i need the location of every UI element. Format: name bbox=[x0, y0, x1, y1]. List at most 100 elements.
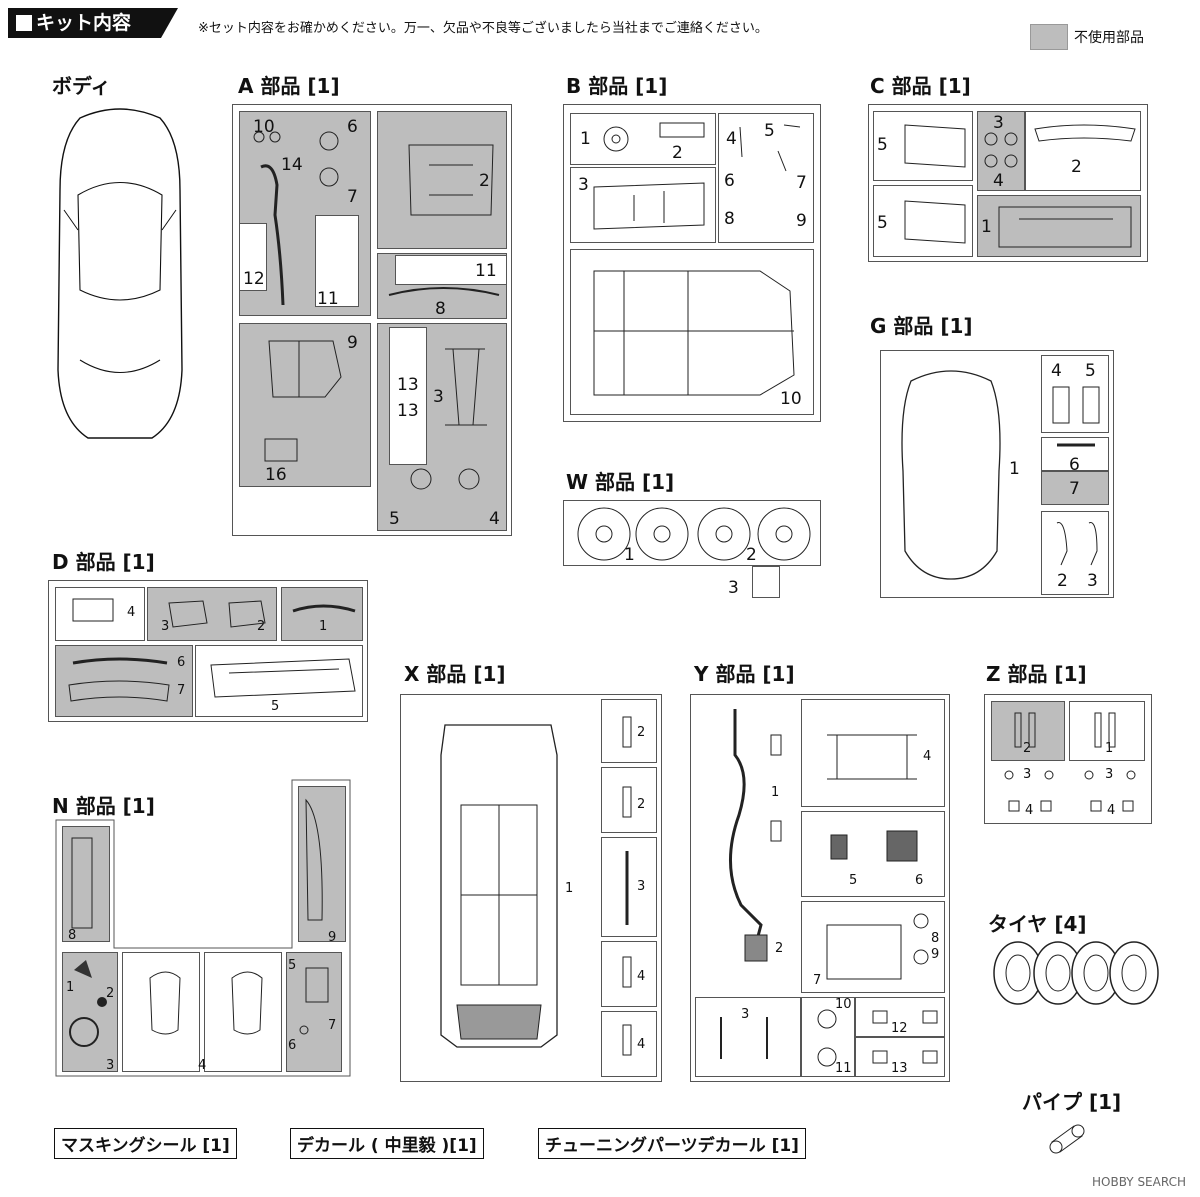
w-parts-title: W 部品 [1] bbox=[566, 470, 675, 494]
pipe-title: パイプ [1] bbox=[1022, 1090, 1122, 1114]
d-num-4: 4 bbox=[127, 605, 136, 620]
w-parts-runner: 1 2 bbox=[563, 500, 821, 566]
c-num-1: 1 bbox=[981, 217, 992, 237]
a-num-11a: 11 bbox=[317, 289, 339, 309]
y-num-11: 11 bbox=[835, 1061, 852, 1076]
y-parts-runner: 4 1 5 6 2 8 9 7 3 10 12 11 13 bbox=[690, 694, 950, 1082]
a-frame-2 bbox=[377, 111, 507, 249]
y-num-2: 2 bbox=[775, 941, 784, 956]
b-num-5: 5 bbox=[764, 121, 775, 141]
unused-legend-swatch bbox=[1030, 24, 1068, 50]
a-parts-title: A 部品 [1] bbox=[238, 74, 340, 98]
b-num-3: 3 bbox=[578, 175, 589, 195]
b-num-4: 4 bbox=[726, 129, 737, 149]
a-num-13b: 13 bbox=[397, 401, 419, 421]
g-num-3: 3 bbox=[1087, 571, 1098, 591]
n-parts-drawing bbox=[69, 798, 329, 1047]
body-shell-drawing bbox=[57, 108, 183, 439]
y-num-5: 5 bbox=[849, 873, 858, 888]
tires-drawing bbox=[993, 941, 1159, 1005]
b-parts-title: B 部品 [1] bbox=[566, 74, 668, 98]
a-num-16: 16 bbox=[265, 465, 287, 485]
d-num-5: 5 bbox=[271, 699, 280, 714]
z-num-1: 1 bbox=[1105, 741, 1114, 756]
a-num-7: 7 bbox=[347, 187, 358, 207]
c-num-3: 3 bbox=[993, 113, 1004, 133]
x-chassis-drawing bbox=[440, 716, 632, 1056]
y-num-12: 12 bbox=[891, 1021, 908, 1036]
n-num-2: 2 bbox=[106, 986, 115, 1001]
b-num-7: 7 bbox=[796, 173, 807, 193]
y-num-1: 1 bbox=[771, 785, 780, 800]
c-num-4: 4 bbox=[993, 171, 1004, 191]
d-num-3: 3 bbox=[161, 619, 170, 634]
y-num-13: 13 bbox=[891, 1061, 908, 1076]
z-num-4b: 4 bbox=[1107, 803, 1116, 818]
c-num-5a: 5 bbox=[877, 135, 888, 155]
x-num-2a: 2 bbox=[637, 725, 646, 740]
c-parts-runner: 5 3 4 2 5 1 bbox=[868, 104, 1148, 262]
y-num-4: 4 bbox=[923, 749, 932, 764]
z-parts-title: Z 部品 [1] bbox=[986, 662, 1087, 686]
a-parts-runner: 10 6 14 7 2 12 11 11 8 9 13 13 3 16 5 4 bbox=[232, 104, 512, 536]
n-frame-8 bbox=[62, 826, 110, 942]
x-num-2b: 2 bbox=[637, 797, 646, 812]
d-parts-runner: 4 3 2 1 6 7 5 bbox=[48, 580, 368, 722]
b-num-1: 1 bbox=[580, 129, 591, 149]
y-num-6: 6 bbox=[915, 873, 924, 888]
x-num-3: 3 bbox=[637, 879, 646, 894]
unused-legend-label: 不使用部品 bbox=[1074, 30, 1144, 46]
a-num-8: 8 bbox=[435, 299, 446, 319]
n-num-4: 4 bbox=[198, 1058, 207, 1073]
x-parts-runner: 2 2 3 1 4 4 bbox=[400, 694, 662, 1082]
g-parts-title: G 部品 [1] bbox=[870, 314, 973, 338]
x-num-1: 1 bbox=[565, 881, 574, 896]
decal-nakazato-label: デカール ( 中里毅 )[1] bbox=[290, 1128, 484, 1159]
g-num-7: 7 bbox=[1069, 479, 1080, 499]
a-num-13a: 13 bbox=[397, 375, 419, 395]
n-num-7: 7 bbox=[328, 1018, 337, 1033]
n-parts-title: N 部品 [1] bbox=[52, 794, 155, 818]
y-parts-title: Y 部品 [1] bbox=[694, 662, 795, 686]
b-num-6: 6 bbox=[724, 171, 735, 191]
z-num-3a: 3 bbox=[1023, 767, 1032, 782]
x-num-4a: 4 bbox=[637, 969, 646, 984]
a-num-4: 4 bbox=[489, 509, 500, 529]
w-num-3: 3 bbox=[728, 578, 739, 598]
g-num-6: 6 bbox=[1069, 455, 1080, 475]
c-parts-drawing bbox=[904, 124, 1136, 248]
d-num-6: 6 bbox=[177, 655, 186, 670]
n-parts-outline bbox=[55, 779, 351, 1077]
w-num-1: 1 bbox=[624, 545, 635, 565]
z-parts-drawing bbox=[1004, 712, 1136, 812]
n-frame-5 bbox=[286, 952, 342, 1072]
header-title: キット内容 bbox=[8, 8, 178, 38]
y-parts-drawing bbox=[720, 709, 938, 1067]
a-num-5: 5 bbox=[389, 509, 400, 529]
g-num-4: 4 bbox=[1051, 361, 1062, 381]
a-num-12: 12 bbox=[243, 269, 265, 289]
n-num-8: 8 bbox=[68, 928, 77, 943]
y-num-3: 3 bbox=[741, 1007, 750, 1022]
b-num-2: 2 bbox=[672, 143, 683, 163]
a-num-11b: 11 bbox=[475, 261, 497, 281]
d-num-7: 7 bbox=[177, 683, 186, 698]
b-parts-runner: 1 2 4 5 3 6 7 8 9 10 bbox=[563, 104, 821, 422]
b-num-8: 8 bbox=[724, 209, 735, 229]
w-num-2: 2 bbox=[746, 545, 757, 565]
g-parts-drawing bbox=[901, 370, 1100, 580]
watermark: HOBBY SEARCH bbox=[1092, 1175, 1186, 1189]
w-wheels-drawing bbox=[577, 507, 811, 561]
header-note: ※セット内容をお確かめください。万一、欠品や不良等ございましたら当社までご連絡く… bbox=[198, 21, 768, 36]
a-parts-drawing bbox=[253, 131, 500, 490]
y-num-8: 8 bbox=[931, 931, 940, 946]
n-num-3: 3 bbox=[106, 1058, 115, 1073]
a-num-9: 9 bbox=[347, 333, 358, 353]
b-parts-drawing bbox=[593, 122, 801, 396]
y-num-10: 10 bbox=[835, 997, 852, 1012]
c-parts-title: C 部品 [1] bbox=[870, 74, 971, 98]
c-num-5b: 5 bbox=[877, 213, 888, 233]
c-num-2: 2 bbox=[1071, 157, 1082, 177]
d-num-2: 2 bbox=[257, 619, 266, 634]
a-num-2: 2 bbox=[479, 171, 490, 191]
